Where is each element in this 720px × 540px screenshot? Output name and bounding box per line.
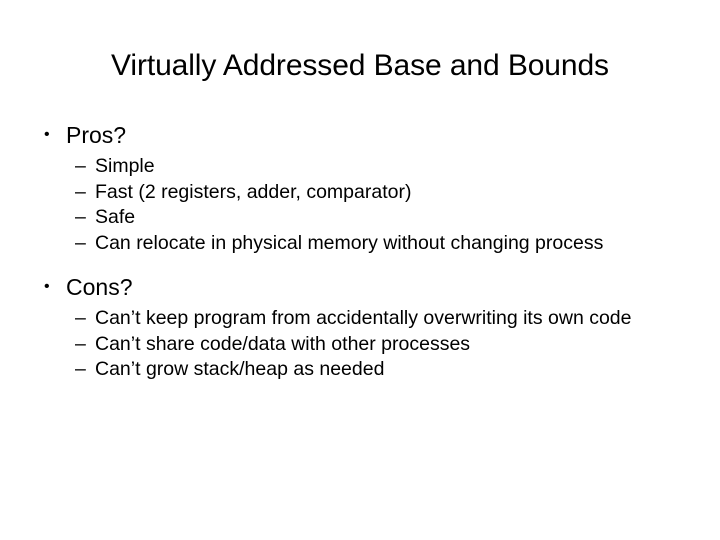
list-item-label: Safe: [95, 206, 136, 228]
section-heading-label: Cons?: [66, 274, 133, 300]
list-item-label: Fast (2 registers, adder, comparator): [95, 180, 412, 203]
dash-icon: –: [75, 155, 86, 177]
list-item-label: Can’t grow stack/heap as needed: [95, 358, 385, 380]
dash-icon: –: [75, 206, 86, 228]
dash-icon: –: [75, 180, 86, 203]
pros-list: – Simple – Fast (2 registers, adder, com…: [36, 154, 684, 256]
bullet-icon: •: [44, 126, 50, 143]
list-item: – Simple: [36, 154, 684, 180]
list-item: – Safe: [36, 205, 684, 231]
list-item-label: Can relocate in physical memory without …: [95, 231, 604, 254]
list-item: – Can’t share code/data with other proce…: [36, 332, 684, 358]
list-item: – Can’t keep program from accidentally o…: [36, 306, 684, 332]
dash-icon: –: [75, 358, 86, 380]
section-heading-cons: • Cons?: [36, 270, 684, 304]
section-heading-label: Pros?: [66, 122, 127, 148]
list-item-label: Can’t keep program from accidentally ove…: [95, 307, 632, 329]
cons-list: – Can’t keep program from accidentally o…: [36, 306, 684, 383]
bullet-icon: •: [44, 278, 50, 295]
dash-icon: –: [75, 332, 86, 355]
dash-icon: –: [75, 307, 86, 329]
section-cons: • Cons? – Can’t keep program from accide…: [36, 270, 684, 383]
list-item-label: Simple: [95, 155, 155, 177]
list-item: – Fast (2 registers, adder, comparator): [36, 180, 684, 206]
dash-icon: –: [75, 231, 86, 254]
section-pros: • Pros? – Simple – Fast (2 registers, ad…: [36, 118, 684, 256]
page-title: Virtually Addressed Base and Bounds: [111, 49, 609, 82]
section-heading-pros: • Pros?: [36, 118, 684, 152]
slide-body: • Pros? – Simple – Fast (2 registers, ad…: [36, 118, 684, 391]
list-item-label: Can’t share code/data with other process…: [95, 332, 471, 355]
list-item: – Can relocate in physical memory withou…: [36, 231, 684, 257]
list-item: – Can’t grow stack/heap as needed: [36, 357, 684, 383]
